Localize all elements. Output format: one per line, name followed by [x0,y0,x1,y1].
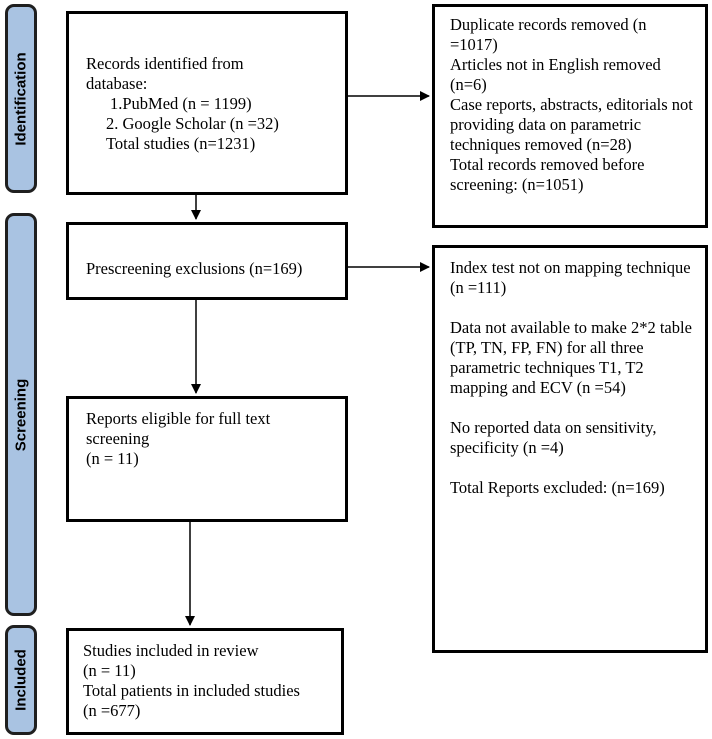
exclusion-mapping-technique: Index test not on mapping technique (n =… [450,258,691,297]
exclusion-no-sensitivity-data: No reported data on sensitivity, specifi… [450,418,657,457]
phase-identification: Identification [5,4,37,193]
phase-included: Included [5,625,37,735]
reports-eligible-text: Reports eligible for full text screening [86,409,271,448]
reports-eligible-box: Reports eligible for full text screening… [66,396,348,522]
total-patients-count: (n =677) [83,701,141,720]
prescreening-exclusions-text: Prescreening exclusions (n=169) [86,259,303,278]
records-identified-heading: Records identified from database: [86,54,244,93]
non-english-removed: Articles not in English removed (n=6) [450,55,661,94]
studies-included-box: Studies included in review (n = 11) Tota… [66,628,344,735]
prescreening-exclusions-box: Prescreening exclusions (n=169) [66,222,348,300]
source-pubmed: 1.PubMed (n = 1199) [110,94,252,113]
total-reports-excluded: Total Reports excluded: (n=169) [450,478,665,497]
studies-included-count: (n = 11) [83,661,136,680]
exclusion-no-2x2-data: Data not available to make 2*2 table (TP… [450,318,692,397]
total-patients-text: Total patients in included studies [83,681,300,700]
phase-screening: Screening [5,213,37,616]
records-identified-box: Records identified from database: 1.PubM… [66,11,348,195]
total-studies: Total studies (n=1231) [106,134,256,153]
case-reports-removed: Case reports, abstracts, editorials not … [450,95,693,154]
total-removed-before-screening: Total records removed before screening: … [450,155,645,194]
studies-included-text: Studies included in review [83,641,259,660]
records-removed-box: Duplicate records removed (n =1017) Arti… [432,4,708,228]
duplicate-removed: Duplicate records removed (n =1017) [450,15,647,54]
reports-excluded-box: Index test not on mapping technique (n =… [432,245,708,653]
reports-eligible-count: (n = 11) [86,449,139,468]
source-google-scholar: 2. Google Scholar (n =32) [106,114,279,133]
